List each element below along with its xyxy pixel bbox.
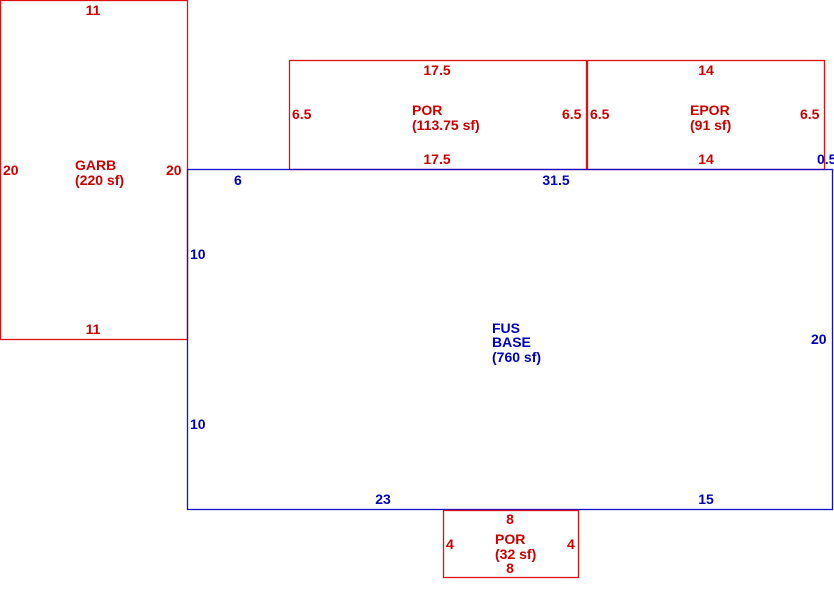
garb-left-dim: 20 — [3, 162, 19, 178]
base-left-upper-dim: 10 — [190, 246, 206, 262]
garb-bottom-dim: 11 — [86, 321, 101, 337]
garb-area: 11 11 20 20 GARB (220 sf) — [0, 0, 189, 341]
base-right-dim: 20 — [811, 331, 827, 347]
por-bottom-area-label: (32 sf) — [495, 546, 536, 562]
base-bottom-right-dim: 15 — [698, 491, 714, 507]
garb-area-label: (220 sf) — [75, 172, 124, 188]
base-bottom-left-dim: 23 — [375, 491, 391, 507]
por-bottom-right-dim: 4 — [567, 536, 575, 552]
base-label-line2: BASE — [492, 334, 531, 350]
por-top-right-dim: 6.5 — [562, 106, 582, 122]
garb-label: GARB — [75, 157, 116, 173]
base-top-right-dim: 0.5 — [817, 151, 834, 167]
garb-top-dim: 11 — [86, 2, 101, 18]
epor-right-dim: 6.5 — [800, 106, 820, 122]
por-bottom-left-dim: 4 — [446, 536, 454, 552]
por-bottom-outline — [442, 509, 580, 579]
epor-top-dim: 14 — [698, 62, 714, 78]
por-top-area: 17.5 17.5 6.5 6.5 POR (113.75 sf) — [288, 59, 588, 171]
epor-bottom-dim: 14 — [698, 151, 714, 167]
por-top-bottom-dim: 17.5 — [423, 151, 450, 167]
base-area-label: (760 sf) — [492, 349, 541, 365]
epor-area-label: (91 sf) — [690, 117, 731, 133]
base-top-left-dim: 6 — [234, 172, 242, 188]
base-top-mid-dim: 31.5 — [542, 172, 569, 188]
epor-area: 14 14 6.5 6.5 EPOR (91 sf) — [586, 59, 826, 171]
base-label-line1: FUS — [492, 320, 520, 336]
epor-left-dim: 6.5 — [590, 106, 610, 122]
base-outline — [186, 168, 834, 511]
garb-right-dim: 20 — [166, 162, 182, 178]
por-top-label: POR — [412, 102, 442, 118]
por-bottom-top-dim: 8 — [506, 511, 514, 527]
base-left-lower-dim: 10 — [190, 416, 206, 432]
epor-label: EPOR — [690, 102, 730, 118]
base-area: 6 31.5 0.5 10 10 20 23 15 FUS BASE (760 … — [186, 151, 834, 511]
por-top-area-label: (113.75 sf) — [412, 117, 480, 133]
por-bottom-area: 8 8 4 4 POR (32 sf) — [442, 509, 580, 579]
por-bottom-label: POR — [495, 531, 525, 547]
por-top-left-dim: 6.5 — [292, 106, 312, 122]
por-bottom-bottom-dim: 8 — [506, 560, 514, 576]
por-top-top-dim: 17.5 — [423, 62, 450, 78]
